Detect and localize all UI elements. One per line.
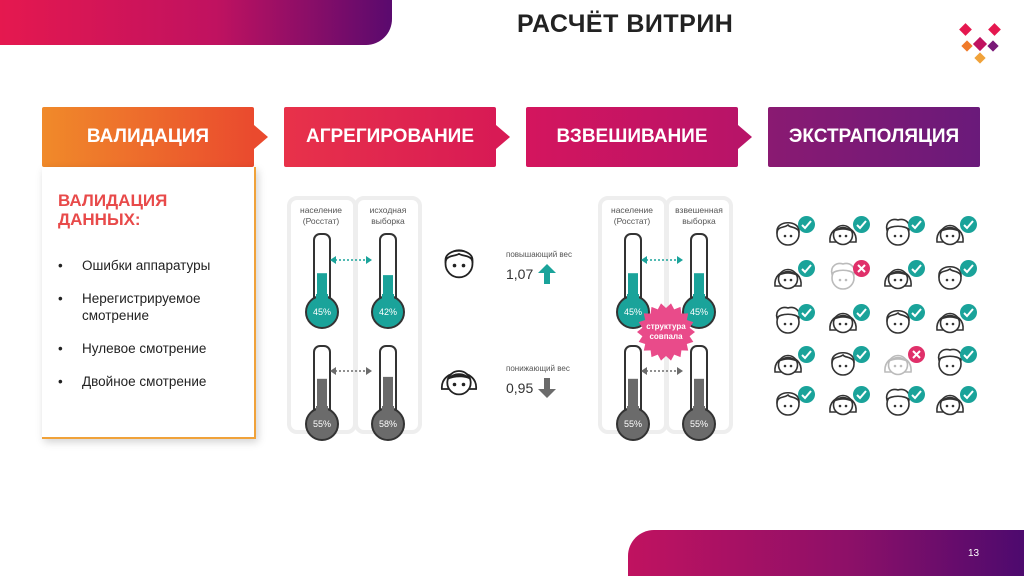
validation-title: ВАЛИДАЦИЯ ДАННЫХ: [58, 191, 168, 229]
respondent-ok-icon [774, 260, 815, 290]
top-decor-band [0, 0, 392, 45]
step-arrow-icon [254, 125, 268, 149]
thermometer-weighted-bottom: 55% [668, 340, 730, 442]
compare-arrow-icon [330, 367, 372, 375]
thermometer-level [317, 378, 327, 414]
thermometer-level [628, 273, 638, 302]
list-item: Нерегистрируемое смотрение [56, 290, 246, 324]
respondent-rejected-icon [830, 260, 870, 290]
step-weighting: ВЗВЕШИВАНИЕ [526, 107, 738, 167]
compare-arrow-icon [641, 367, 683, 375]
respondent-ok-icon [776, 216, 815, 246]
thermometer-level [694, 378, 704, 414]
page-title: РАСЧЁТ ВИТРИН [517, 10, 734, 38]
respondent-ok-icon [937, 346, 977, 376]
thermometer-level [317, 273, 327, 302]
weight-value: 1,07 [506, 266, 534, 282]
step-label: ВЗВЕШИВАНИЕ [556, 126, 708, 147]
thermometer-value: 45% [312, 307, 331, 317]
thermometer-value: 45% [689, 307, 708, 317]
weight-caption: повышающий вес [506, 250, 572, 259]
validation-list: Ошибки аппаратуры Нерегистрируемое смотр… [56, 257, 246, 406]
respondent-ok-icon [936, 304, 977, 334]
respondent-ok-icon [886, 304, 925, 334]
thermometer-population-bottom: 55% [602, 340, 664, 442]
validation-card: ВАЛИДАЦИЯ ДАННЫХ: Ошибки аппаратуры Нере… [42, 167, 256, 439]
female-face-icon [440, 370, 478, 396]
brand-logo-icon [959, 23, 1001, 64]
thermometer-shape [682, 233, 716, 329]
column-label: исходная выборка [369, 205, 407, 226]
respondent-ok-icon [775, 304, 815, 334]
thermometer-value: 58% [378, 419, 397, 429]
arrow-up-icon [538, 264, 556, 284]
thermometer-weighted-top: 45% [668, 228, 730, 330]
respondent-ok-icon [831, 346, 870, 376]
thermometer-shape [616, 345, 650, 441]
thermometer-shape [682, 345, 716, 441]
thermometer-level [383, 275, 393, 302]
respondent-ok-icon [936, 216, 977, 246]
thermometer-level [383, 376, 393, 414]
respondent-rejected-icon [884, 346, 925, 376]
match-badge-icon [637, 303, 695, 361]
page-number: 13 [968, 548, 980, 559]
step-arrow-icon [738, 125, 752, 149]
respondent-ok-icon [776, 386, 815, 416]
step-arrow-icon [496, 125, 510, 149]
compare-arrow-icon [641, 256, 683, 264]
thermometer-shape [371, 233, 405, 329]
thermometer-value: 55% [689, 419, 708, 429]
thermometer-value: 55% [312, 419, 331, 429]
weight-value: 0,95 [506, 380, 534, 396]
thermometer-shape [371, 345, 405, 441]
step-label: ВАЛИДАЦИЯ [86, 126, 210, 147]
column-label: население (Росстат) [300, 205, 342, 226]
thermometer-sample-top: 42% [357, 228, 419, 330]
thermometer-shape [616, 233, 650, 329]
step-label: АГРЕГИРОВАНИЕ [305, 126, 474, 147]
thermometer-value: 45% [623, 307, 642, 317]
match-badge-label: структура совпала [646, 322, 686, 341]
respondent-ok-icon [829, 386, 870, 416]
respondent-ok-icon [774, 346, 815, 376]
thermometer-population-top: 45% [291, 228, 353, 330]
respondent-ok-icon [884, 260, 925, 290]
step-validation: ВАЛИДАЦИЯ [42, 107, 254, 167]
thermometer-sample-bottom: 58% [357, 340, 419, 442]
bottom-decor-band [628, 530, 1024, 576]
thermometer-shape [305, 233, 339, 329]
male-face-icon [444, 249, 474, 279]
respondent-ok-icon [829, 216, 870, 246]
thermometer-population-bottom: 55% [291, 340, 353, 442]
thermometer-population-top: 45% [602, 228, 664, 330]
respondent-ok-icon [938, 260, 977, 290]
respondent-ok-icon [829, 304, 870, 334]
column-label: население (Росстат) [611, 205, 653, 226]
thermometer-level [628, 378, 638, 414]
step-aggregation: АГРЕГИРОВАНИЕ [284, 107, 496, 167]
respondent-ok-icon [885, 216, 925, 246]
arrow-down-icon [538, 378, 556, 398]
respondent-ok-icon [936, 386, 977, 416]
respondent-ok-icon [885, 386, 925, 416]
extrapolation-grid [770, 214, 980, 416]
thermometer-level [694, 273, 704, 302]
list-item: Двойное смотрение [56, 373, 246, 390]
compare-arrow-icon [330, 256, 372, 264]
column-label: взвешенная выборка [675, 205, 723, 226]
thermometer-value: 55% [623, 419, 642, 429]
list-item: Ошибки аппаратуры [56, 257, 246, 274]
step-extrapolation: ЭКСТРАПОЛЯЦИЯ [768, 107, 980, 167]
thermometer-value: 42% [378, 307, 397, 317]
weight-caption: понижающий вес [506, 364, 570, 373]
list-item: Нулевое смотрение [56, 340, 246, 357]
thermometer-shape [305, 345, 339, 441]
step-label: ЭКСТРАПОЛЯЦИЯ [788, 126, 960, 147]
